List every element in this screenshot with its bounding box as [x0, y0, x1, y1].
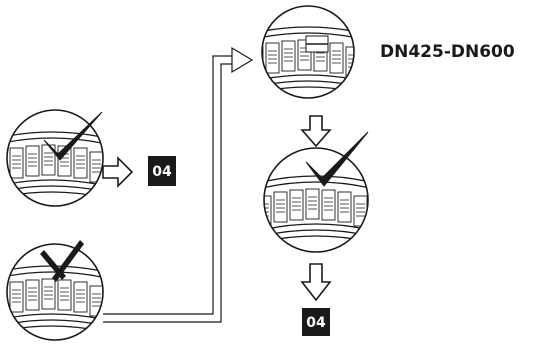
hollow-arrow-icon	[102, 156, 134, 188]
cross-mark-icon	[40, 240, 84, 282]
model-range-label: DN425-DN600	[380, 42, 515, 62]
detail-top-center	[261, 5, 355, 99]
check-mark-icon	[43, 111, 103, 161]
detail-correct-right	[263, 131, 369, 253]
down-arrow-icon	[300, 115, 332, 148]
detail-incorrect-left	[6, 240, 104, 341]
routing-connector	[103, 46, 254, 323]
down-arrow-icon	[300, 263, 332, 302]
step-label-left: 04	[152, 164, 172, 180]
step-box-left: 04	[148, 156, 176, 186]
detail-correct-left	[6, 109, 104, 207]
connector-arrowhead-icon	[231, 46, 254, 74]
step-label-right: 04	[306, 315, 326, 331]
step-box-right: 04	[302, 308, 330, 336]
check-mark-icon	[305, 131, 369, 187]
